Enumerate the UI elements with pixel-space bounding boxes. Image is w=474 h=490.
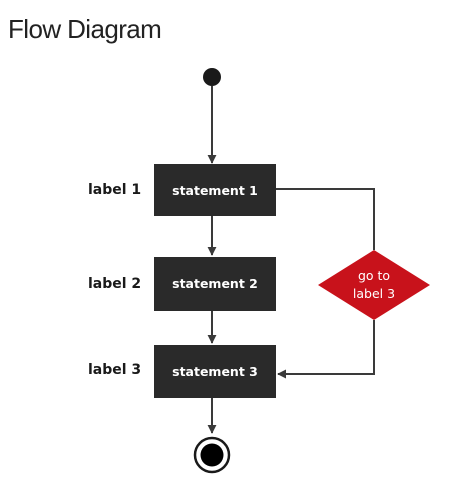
statement-1-text: statement 1 [172,183,258,198]
decision-diamond [318,250,430,320]
decision-text-line-1: go to [358,268,390,283]
label-1: label 1 [88,182,141,198]
statement-1-box [154,164,276,216]
decision-text-line-2: label 3 [353,286,395,301]
end-node-inner [200,443,224,467]
statement-2-text: statement 2 [172,276,258,291]
statement-2-box [154,257,276,311]
page-title: Flow Diagram [8,14,162,44]
statement-3-box [154,345,276,398]
connector-statement-1-to-decision [276,188,375,250]
start-node [203,68,221,86]
statement-3-text: statement 3 [172,364,258,379]
label-3: label 3 [88,362,141,378]
arrow-decision-to-statement-3 [277,320,375,379]
label-2: label 2 [88,276,141,292]
